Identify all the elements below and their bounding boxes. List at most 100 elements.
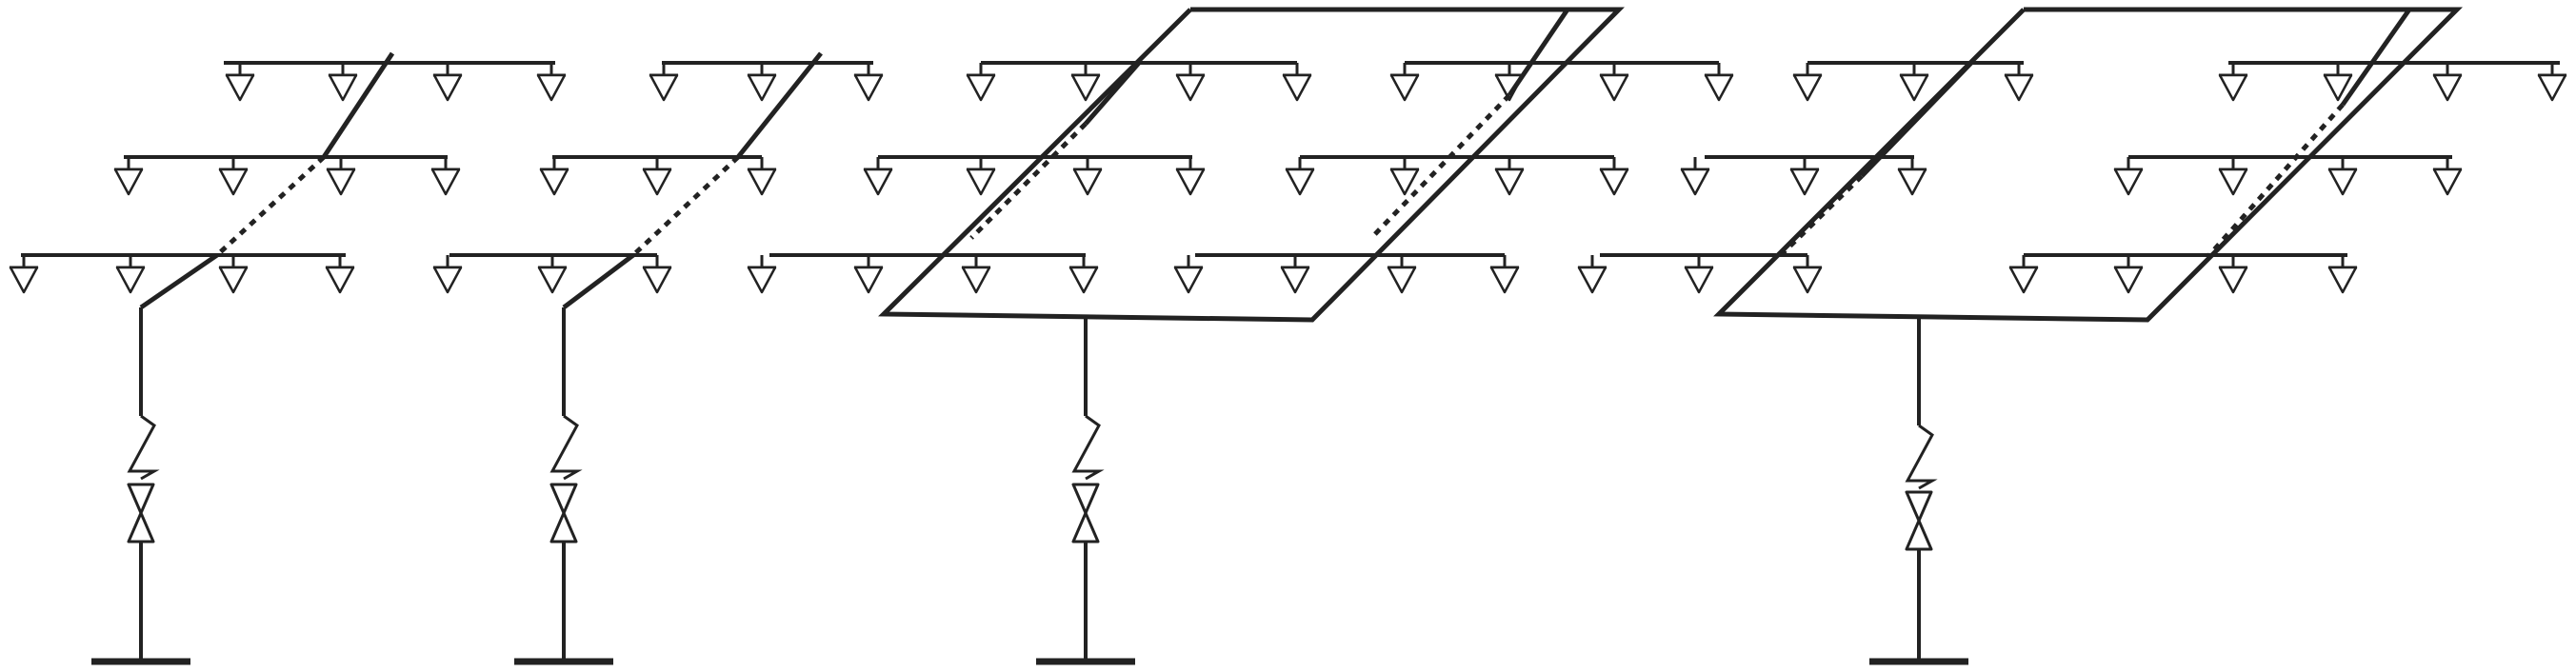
head-triangle bbox=[1599, 168, 1629, 196]
head-triangle bbox=[2008, 266, 2039, 294]
head-triangle bbox=[1175, 73, 1206, 102]
riser bbox=[1036, 317, 1135, 665]
sprinkler-head-icon bbox=[1789, 157, 1820, 196]
bowtie-valve-icon bbox=[1071, 483, 1100, 544]
sprinkler-head-icon bbox=[325, 255, 355, 294]
sprinkler-head-icon bbox=[1599, 63, 1629, 102]
head-triangle bbox=[1897, 168, 1927, 196]
sprinkler-head-icon bbox=[2008, 255, 2039, 294]
sprinkler-head-icon bbox=[961, 255, 991, 294]
branch-line bbox=[1792, 61, 2034, 102]
zigzag-line bbox=[1071, 414, 1105, 481]
sprinkler-head-icon bbox=[328, 63, 358, 102]
sprinkler-head-icon bbox=[2004, 63, 2034, 102]
head-triangle bbox=[961, 266, 991, 294]
head-triangle bbox=[2327, 266, 2358, 294]
sprinkler-head-icon bbox=[1599, 157, 1629, 196]
bowtie-valve-icon bbox=[127, 483, 155, 544]
sprinkler-head-icon bbox=[1282, 63, 1312, 102]
valve-lower bbox=[1071, 511, 1100, 544]
valve-lower bbox=[549, 511, 578, 544]
zigzag-break-icon bbox=[127, 414, 160, 481]
head-triangle bbox=[1070, 73, 1101, 102]
sprinkler-head-icon bbox=[225, 63, 255, 102]
sprinkler-head-icon bbox=[432, 255, 463, 294]
head-triangle bbox=[218, 168, 249, 196]
sprinkler-head-icon bbox=[430, 157, 461, 196]
head-triangle bbox=[1792, 266, 1823, 294]
sprinkler-head-icon bbox=[642, 157, 672, 196]
sprinkler-head-icon bbox=[326, 157, 356, 196]
sprinkler-head-icon bbox=[2537, 63, 2567, 102]
sprinkler-head-icon bbox=[2218, 255, 2248, 294]
bowtie-valve-icon bbox=[1905, 490, 1933, 551]
sprinkler-head-icon bbox=[966, 157, 996, 196]
branch-line bbox=[224, 61, 567, 102]
head-triangle bbox=[1704, 73, 1734, 102]
sprinkler-head-icon bbox=[1175, 157, 1206, 196]
sprinkler-head-icon bbox=[1489, 255, 1520, 294]
head-triangle bbox=[1389, 168, 1420, 196]
branch-line bbox=[1285, 155, 1629, 196]
head-triangle bbox=[2537, 73, 2567, 102]
sprinkler-head-icon bbox=[1899, 63, 1929, 102]
sprinkler-head-icon bbox=[537, 255, 568, 294]
sprinkler-head-icon bbox=[747, 63, 777, 102]
sprinkler-head-icon bbox=[2432, 157, 2463, 196]
sprinkler-head-icon bbox=[2218, 63, 2248, 102]
head-triangle bbox=[747, 73, 777, 102]
sprinkler-head-icon bbox=[642, 255, 672, 294]
head-triangle bbox=[1789, 168, 1820, 196]
head-triangle bbox=[853, 73, 884, 102]
branch-line bbox=[1680, 155, 1927, 196]
sprinkler-head-icon bbox=[1389, 63, 1420, 102]
zigzag-line bbox=[549, 414, 583, 481]
head-triangle bbox=[2004, 73, 2034, 102]
cross-main-solid bbox=[562, 253, 635, 309]
valve-upper bbox=[549, 483, 578, 515]
head-triangle bbox=[2113, 168, 2144, 196]
sprinkler-head-icon bbox=[1897, 157, 1927, 196]
head-triangle bbox=[539, 168, 569, 196]
branch-line bbox=[649, 61, 884, 102]
head-triangle bbox=[326, 168, 356, 196]
sprinkler-head-icon bbox=[1072, 157, 1103, 196]
valve-lower bbox=[1905, 519, 1933, 551]
head-triangle bbox=[1680, 168, 1710, 196]
cross-main-solid bbox=[2340, 8, 2412, 107]
sprinkler-head-icon bbox=[536, 63, 567, 102]
head-triangle bbox=[115, 266, 146, 294]
head-triangle bbox=[2218, 73, 2248, 102]
head-triangle bbox=[747, 168, 777, 196]
head-triangle bbox=[1280, 266, 1310, 294]
valve-upper bbox=[1905, 490, 1933, 523]
sprinkler-head-icon bbox=[1494, 157, 1525, 196]
system-grid-2 bbox=[1577, 7, 2567, 665]
head-triangle bbox=[2432, 73, 2463, 102]
riser bbox=[91, 307, 190, 665]
cross-main-solid bbox=[1507, 8, 1570, 97]
sprinkler-head-icon bbox=[649, 63, 679, 102]
system-grid-1 bbox=[747, 7, 1734, 665]
sprinkler-head-icon bbox=[2327, 255, 2358, 294]
sprinkler-head-icon bbox=[2113, 255, 2144, 294]
sprinkler-head-icon bbox=[1792, 255, 1823, 294]
branch-line bbox=[863, 155, 1206, 196]
head-triangle bbox=[1282, 73, 1312, 102]
sprinkler-head-icon bbox=[1068, 255, 1099, 294]
head-triangle bbox=[1599, 73, 1629, 102]
sprinkler-head-icon bbox=[747, 255, 777, 294]
sprinkler-head-icon bbox=[2113, 157, 2144, 196]
sprinkler-head-icon bbox=[966, 63, 996, 102]
sprinkler-head-icon bbox=[113, 157, 144, 196]
branch-line bbox=[539, 155, 777, 196]
cross-main-solid bbox=[139, 252, 219, 310]
head-triangle bbox=[966, 168, 996, 196]
branch-line bbox=[1577, 253, 1823, 294]
head-triangle bbox=[9, 266, 39, 294]
branch-line bbox=[9, 253, 355, 294]
head-triangle bbox=[1489, 266, 1520, 294]
zigzag-break-icon bbox=[549, 414, 583, 481]
cross-main-dotted bbox=[1369, 93, 1511, 240]
